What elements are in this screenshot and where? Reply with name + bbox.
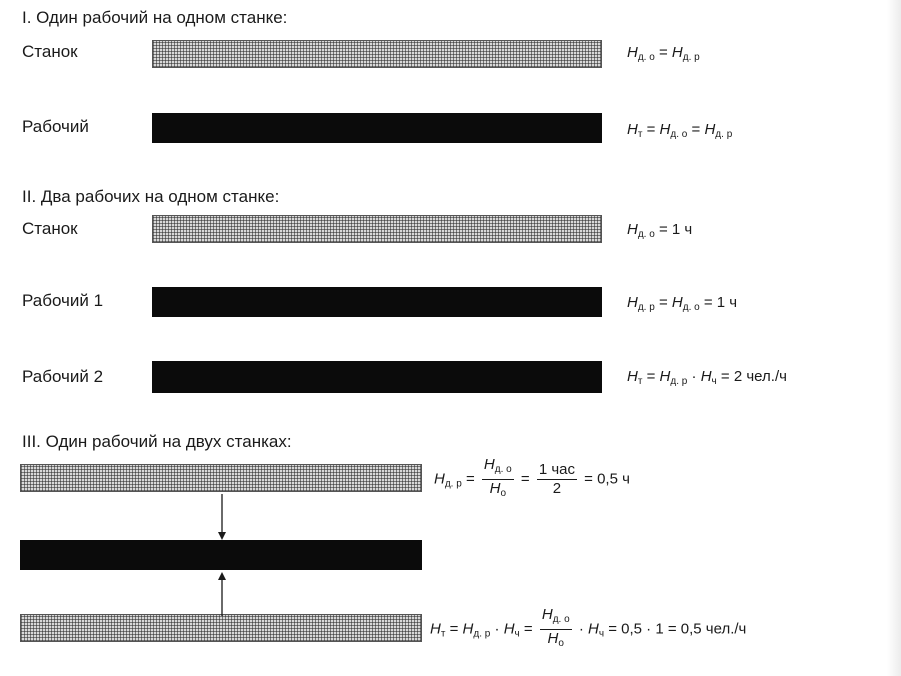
section2-worker1-bar xyxy=(152,287,602,317)
section2-worker2-label: Рабочий 2 xyxy=(22,367,104,386)
fraction-1: Нд. о Но xyxy=(481,456,514,499)
section1-heading: I. Один рабочий на одном станке: xyxy=(22,8,288,27)
section2-worker1-label: Рабочий 1 xyxy=(22,291,104,310)
arrow-down-head xyxy=(218,532,226,540)
section2-worker2-bar xyxy=(152,361,602,393)
section2-machine-formula: Нд. о = 1 ч xyxy=(627,221,693,240)
section1-worker-label: Рабочий xyxy=(22,117,89,136)
page-edge-shadow xyxy=(887,0,901,676)
section2-machine-bar xyxy=(152,215,602,243)
section3-top-formula: Нд. р = Нд. о Но = 1 час 2 = 0,5 ч xyxy=(434,456,630,503)
section1-machine-label: Станок xyxy=(22,42,78,61)
section3-machine1-bar xyxy=(20,464,422,492)
section1-machine-bar xyxy=(152,40,602,68)
section3-heading: III. Один рабочий на двух станках: xyxy=(22,432,292,451)
section1-machine-formula: Нд. о = Нд. р xyxy=(627,44,700,63)
section3-worker-bar xyxy=(20,540,422,570)
section3-machine2-bar xyxy=(20,614,422,642)
fraction-2: 1 час 2 xyxy=(536,461,577,497)
fraction-3: Нд. о Но xyxy=(539,606,572,649)
section2-machine-label: Станок xyxy=(22,219,78,238)
section2-heading: II. Два рабочих на одном станке: xyxy=(22,187,280,206)
section3-arrows xyxy=(218,494,226,616)
section2-worker1-formula: Нд. р = Нд. о = 1 ч xyxy=(627,294,738,313)
section1-worker-bar xyxy=(152,113,602,143)
section2-worker2-formula: Нт = Нд. р · Нч = 2 чел./ч xyxy=(627,368,787,387)
section3-bottom-formula: Нт = Нд. р · Нч = Нд. о Но · Нч = 0,5 · … xyxy=(430,606,746,653)
arrow-up-head xyxy=(218,572,226,580)
section1-worker-formula: Нт = Нд. о = Нд. р xyxy=(627,121,733,140)
